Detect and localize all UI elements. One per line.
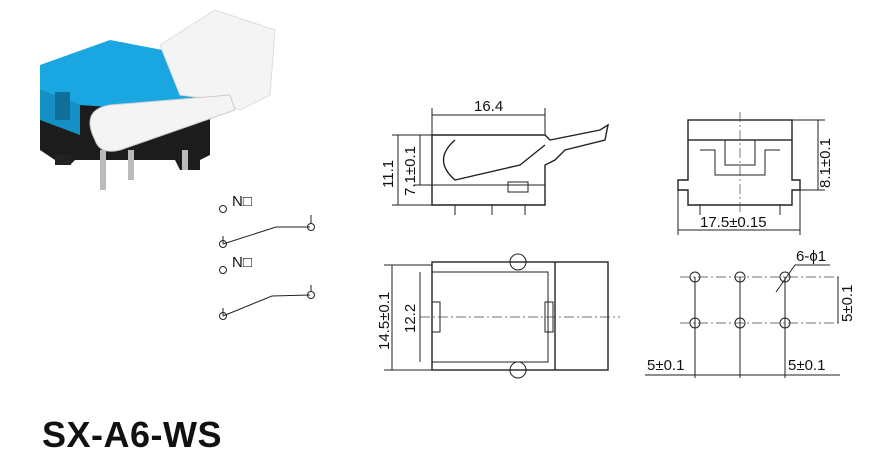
- side-height-body-dim: 7.1±0.1: [402, 146, 419, 196]
- left-pitch-dim: 5±0.1: [647, 357, 684, 374]
- schematic-label-1: N□: [232, 193, 252, 210]
- bottom-inner-dim: 12.2: [402, 304, 419, 333]
- front-height-dim: 8.1±0.1: [817, 138, 834, 188]
- switch-schematic: N□ N□: [219, 193, 315, 320]
- front-view: 8.1±0.1 17.5±0.15: [677, 112, 834, 235]
- bottom-outer-dim: 14.5±0.1: [376, 292, 393, 350]
- hole-pattern: 6-ϕ1 5±0.1 5±0.1 5±0.1: [645, 248, 856, 378]
- bottom-view: 14.5±0.1 12.2: [376, 253, 620, 379]
- right-pitch-dim: 5±0.1: [788, 357, 825, 374]
- side-width-dim: 16.4: [474, 98, 503, 115]
- model-title: SX-A6-WS: [42, 414, 223, 455]
- product-photo: [40, 9, 276, 190]
- schematic-label-2: N□: [232, 254, 252, 271]
- front-width-dim: 17.5±0.15: [700, 214, 767, 231]
- side-view: 16.4 11.1 7.1±0.1: [380, 98, 610, 215]
- side-height-total-dim: 11.1: [380, 160, 397, 188]
- vertical-pitch-dim: 5±0.1: [839, 285, 856, 322]
- pcb-holes: [689, 271, 791, 329]
- hole-count-dim: 6-ϕ1: [796, 248, 826, 265]
